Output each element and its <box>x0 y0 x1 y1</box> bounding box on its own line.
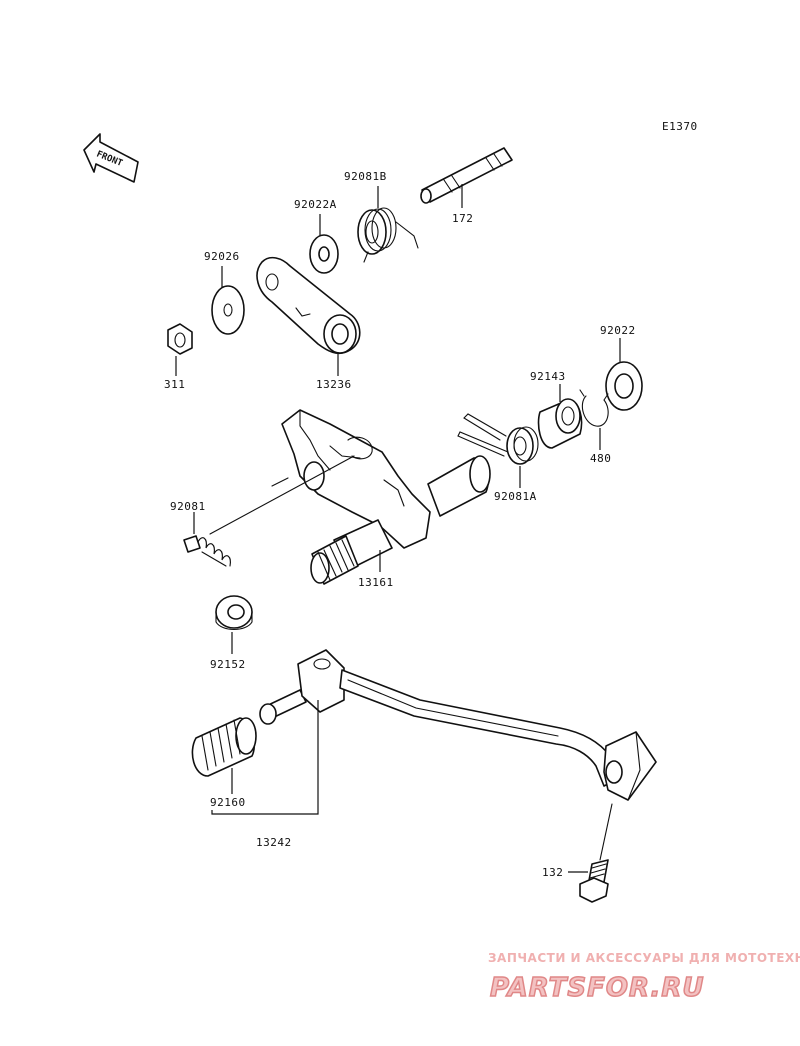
part-92022A-washer[interactable] <box>309 234 339 274</box>
label-92160: 92160 <box>210 796 246 809</box>
label-92026: 92026 <box>204 250 240 263</box>
part-92143-collar[interactable] <box>537 398 583 449</box>
diagram-code: E1370 <box>662 120 698 133</box>
part-92022-washer[interactable] <box>605 361 643 411</box>
label-13236: 13236 <box>316 378 352 391</box>
label-92081A: 92081A <box>494 490 537 503</box>
part-13236-lever[interactable] <box>256 256 361 355</box>
part-92081B-spring[interactable] <box>357 207 419 263</box>
label-92022: 92022 <box>600 324 636 337</box>
part-311-nut[interactable] <box>167 323 193 355</box>
label-172: 172 <box>452 212 473 225</box>
part-13242-pedal[interactable] <box>259 649 657 801</box>
label-13161: 13161 <box>358 576 394 589</box>
label-92022A: 92022A <box>294 198 337 211</box>
label-92152: 92152 <box>210 658 246 671</box>
part-132-bolt[interactable] <box>579 803 613 903</box>
label-132: 132 <box>542 866 563 879</box>
part-13161-shift-shaft[interactable] <box>271 409 491 585</box>
part-92081-spring[interactable] <box>183 455 355 567</box>
label-480: 480 <box>590 452 611 465</box>
label-92143: 92143 <box>530 370 566 383</box>
part-172-shaft[interactable] <box>420 147 513 204</box>
part-92160-peg-rubber[interactable] <box>191 717 257 777</box>
part-92152-washer[interactable] <box>215 595 253 631</box>
part-92081A-spring[interactable] <box>457 413 539 465</box>
watermark-logo: ЗАПЧАСТИ И АКСЕССУАРЫ ДЛЯ МОТОТЕХНИКИ PA… <box>488 951 800 1004</box>
label-13242: 13242 <box>256 836 292 849</box>
part-480-circlip[interactable] <box>579 389 609 427</box>
svg-text:PARTSFOR.RU: PARTSFOR.RU <box>490 973 704 1003</box>
front-arrow-icon: FRONT <box>83 133 139 183</box>
label-92081: 92081 <box>170 500 206 513</box>
label-92081B: 92081B <box>344 170 387 183</box>
svg-text:ЗАПЧАСТИ И АКСЕССУАРЫ ДЛЯ МОТО: ЗАПЧАСТИ И АКСЕССУАРЫ ДЛЯ МОТОТЕХНИКИ <box>488 951 800 965</box>
label-311: 311 <box>164 378 185 391</box>
part-92026-washer[interactable] <box>211 285 245 335</box>
